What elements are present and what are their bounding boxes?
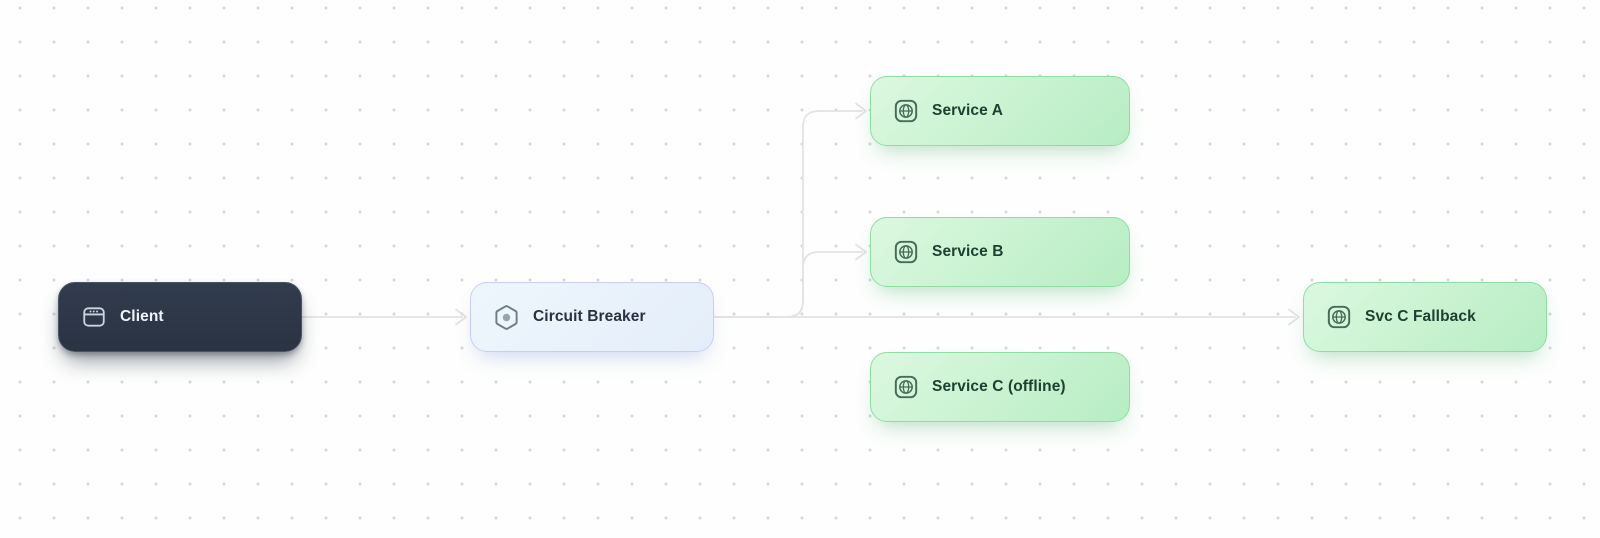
node-label: Svc C Fallback [1365, 308, 1476, 325]
globe-icon [894, 240, 918, 264]
node-client[interactable]: Client [58, 282, 302, 352]
node-service-b[interactable]: Service B [870, 217, 1130, 287]
edge-circuit-breaker-to-svc-c-fallback[interactable] [713, 308, 1300, 326]
node-label: Client [120, 308, 164, 325]
node-circuit-breaker[interactable]: Circuit Breaker [470, 282, 714, 352]
globe-icon [1327, 305, 1351, 329]
hexagon-dot-icon [495, 304, 518, 330]
globe-icon [894, 99, 918, 123]
app-window-icon [83, 307, 105, 327]
node-service-a[interactable]: Service A [870, 76, 1130, 146]
node-label: Service C (offline) [932, 378, 1066, 395]
node-label: Circuit Breaker [533, 308, 646, 325]
edge-client-to-circuit-breaker[interactable] [301, 308, 467, 326]
globe-icon [894, 375, 918, 399]
node-label: Service B [932, 243, 1004, 260]
edge-circuit-breaker-to-service-b[interactable] [713, 243, 867, 318]
edge-circuit-breaker-to-service-a[interactable] [713, 102, 867, 318]
node-svc-c-fallback[interactable]: Svc C Fallback [1303, 282, 1547, 352]
node-service-c-offline[interactable]: Service C (offline) [870, 352, 1130, 422]
node-label: Service A [932, 102, 1003, 119]
